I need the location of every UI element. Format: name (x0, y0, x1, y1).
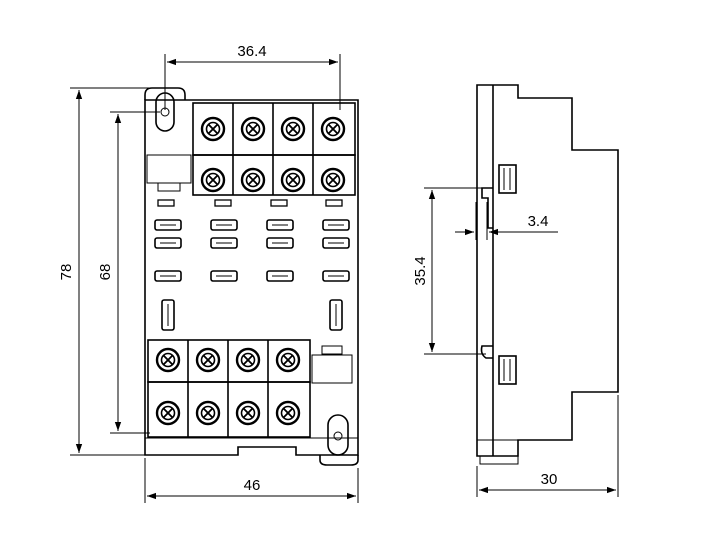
front-view: 36.4 78 68 46 (58, 43, 359, 503)
dim-label-78: 78 (58, 264, 75, 281)
dim-label-46: 46 (244, 477, 261, 494)
screw-icon (275, 400, 301, 426)
screw-icon (320, 167, 346, 193)
dim-label-35-4: 35.4 (412, 256, 429, 285)
terminal-block-bottom (147, 339, 353, 438)
screw-icon (235, 347, 261, 373)
dimension-depth: 30 (476, 395, 619, 497)
socket-contact-small (325, 199, 343, 207)
dimension-width: 46 (144, 458, 359, 503)
dimension-top-width: 36.4 (164, 43, 341, 110)
socket-contact-small (157, 199, 175, 207)
dim-label-30: 30 (541, 471, 558, 488)
dim-label-68: 68 (97, 264, 114, 281)
socket-contacts (154, 199, 350, 282)
screw-icon (275, 347, 301, 373)
terminal-block-top (146, 102, 356, 196)
screw-icon (195, 347, 221, 373)
screw-icon (155, 400, 181, 426)
dimension-hook: 3.4 (455, 202, 558, 240)
screw-icon (155, 347, 181, 373)
dimension-inner-height: 68 (97, 111, 160, 434)
screw-icon (200, 167, 226, 193)
screw-icon (195, 400, 221, 426)
side-view: 35.4 3.4 30 (412, 84, 619, 497)
screw-icon (280, 167, 306, 193)
dimension-outer-height: 78 (58, 87, 150, 456)
front-body-outline (144, 99, 359, 456)
dimension-rail-gap: 35.4 (412, 187, 486, 355)
rail-hook-bottom (480, 345, 493, 359)
socket-contact-small (214, 199, 232, 207)
socket-contact-small (270, 199, 288, 207)
screw-icon (320, 116, 346, 142)
terminal-screws (155, 116, 346, 426)
screw-icon (280, 116, 306, 142)
screw-icon (240, 116, 266, 142)
screw-icon (200, 116, 226, 142)
bottom-mounting-tab (319, 414, 359, 466)
screw-icon (240, 167, 266, 193)
side-latches (161, 299, 343, 331)
screw-icon (235, 400, 261, 426)
side-body-outline (476, 84, 619, 457)
dim-label-36-4: 36.4 (237, 43, 266, 60)
side-slots (498, 164, 517, 385)
dim-label-3-4: 3.4 (528, 213, 549, 230)
